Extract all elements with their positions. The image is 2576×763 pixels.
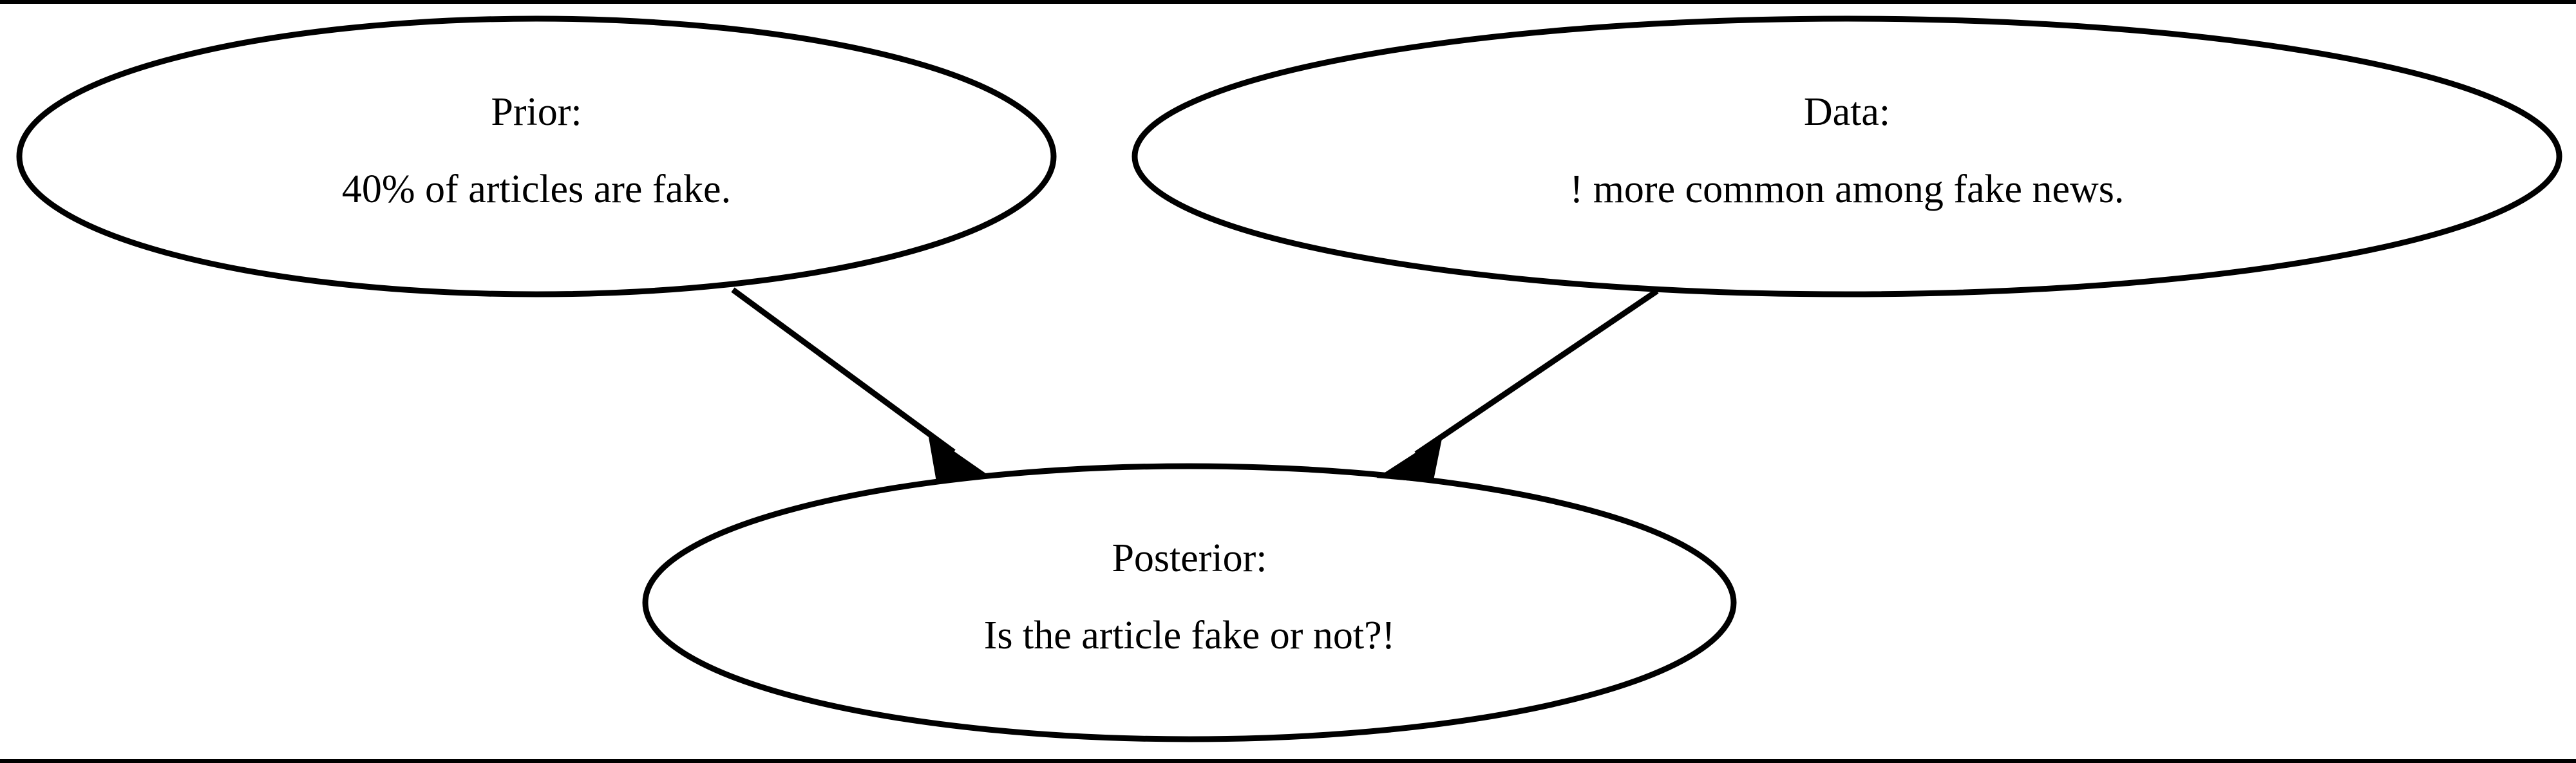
posterior-detail: Is the article fake or not?!	[984, 614, 1396, 657]
prior-detail: 40% of articles are fake.	[342, 167, 731, 211]
prior-ellipse[interactable]	[16, 15, 1057, 297]
data-detail: ! more common among fake news.	[1570, 167, 2125, 211]
node-posterior[interactable]: Posterior: Is the article fake or not?!	[642, 463, 1737, 742]
prior-title: Prior:	[491, 90, 582, 134]
posterior-title: Posterior:	[1112, 536, 1267, 580]
data-title: Data:	[1804, 90, 1890, 134]
node-data[interactable]: Data: ! more common among fake news.	[1132, 15, 2562, 297]
posterior-ellipse[interactable]	[642, 463, 1737, 742]
edge-prior-line	[731, 287, 956, 455]
edge-data-line	[1414, 288, 1659, 457]
edge-data-to-posterior	[1376, 288, 1659, 483]
node-prior[interactable]: Prior: 40% of articles are fake.	[16, 15, 1057, 297]
edge-data-arrowhead-icon	[1376, 435, 1443, 483]
edge-prior-to-posterior	[731, 287, 992, 481]
data-ellipse[interactable]	[1132, 15, 2562, 297]
edge-prior-arrowhead-icon	[927, 433, 992, 481]
